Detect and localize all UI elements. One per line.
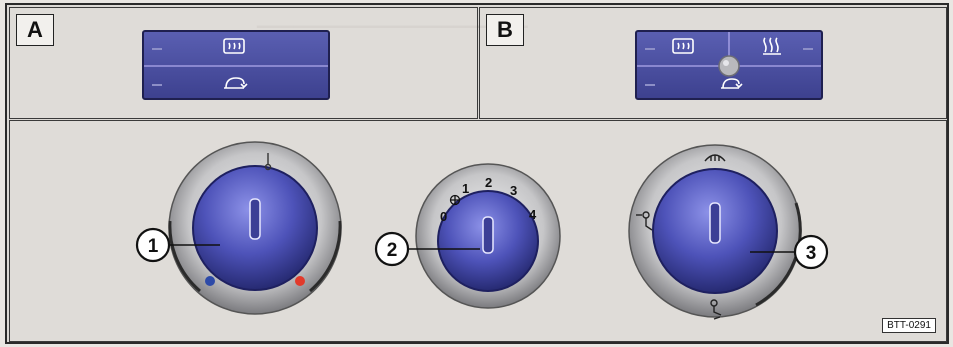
indicator-lamp-icon <box>645 84 655 86</box>
rear-window-heater-icon[interactable] <box>672 38 694 54</box>
seat-heater-icon[interactable] <box>763 37 781 55</box>
callout-3-label: 3 <box>806 243 817 264</box>
indicator-lamp-icon <box>803 48 813 50</box>
control-panel-b-graphic <box>637 32 821 89</box>
fan-icon <box>449 194 461 206</box>
control-panel-a <box>142 30 330 100</box>
callout-3-circle <box>793 234 829 270</box>
blower-scale-2: 2 <box>485 175 492 190</box>
control-panel-b <box>635 30 823 100</box>
callout-1-circle <box>135 227 171 263</box>
face-vent-icon <box>636 211 653 231</box>
hot-indicator-icon <box>295 276 305 286</box>
callout-1-label: 1 <box>148 236 159 257</box>
control-panel-a-graphic <box>144 38 328 89</box>
thermometer-icon <box>264 153 272 171</box>
defrost-icon <box>704 154 726 162</box>
indicator-lamp-icon <box>152 84 162 86</box>
dials-graphic: 0 1 2 3 4 <box>135 141 829 320</box>
cold-indicator-icon <box>205 276 215 286</box>
indicator-lamp-icon <box>152 48 162 50</box>
blower-scale-4: 4 <box>529 207 537 222</box>
callout-2-circle <box>374 231 410 267</box>
figure-frame: ▁▁▁▁▁▁▁▁▁▁▁▁▁▁▁▁▁▁▁▁▁▁ A B <box>5 3 949 344</box>
rear-window-heater-icon[interactable] <box>223 38 245 54</box>
blower-scale-0: 0 <box>440 209 447 224</box>
dials-panel: 0 1 2 3 4 <box>9 120 947 342</box>
panel-b: B <box>479 7 947 119</box>
blower-scale-3: 3 <box>510 183 517 198</box>
temperature-dial[interactable] <box>168 141 342 315</box>
panel-b-label: B <box>486 14 524 46</box>
recirculation-icon[interactable] <box>224 77 248 89</box>
center-knob[interactable] <box>718 55 740 77</box>
air-distribution-dial[interactable] <box>628 144 802 318</box>
figure-reference: BTT-0291 <box>882 318 936 333</box>
footwell-icon <box>710 299 722 320</box>
panel-a-label: A <box>16 14 54 46</box>
callout-2-label: 2 <box>387 240 398 261</box>
panel-a: A <box>9 7 478 119</box>
indicator-lamp-icon <box>645 48 655 50</box>
recirculation-icon[interactable] <box>721 78 743 89</box>
blower-scale-1: 1 <box>462 181 469 196</box>
